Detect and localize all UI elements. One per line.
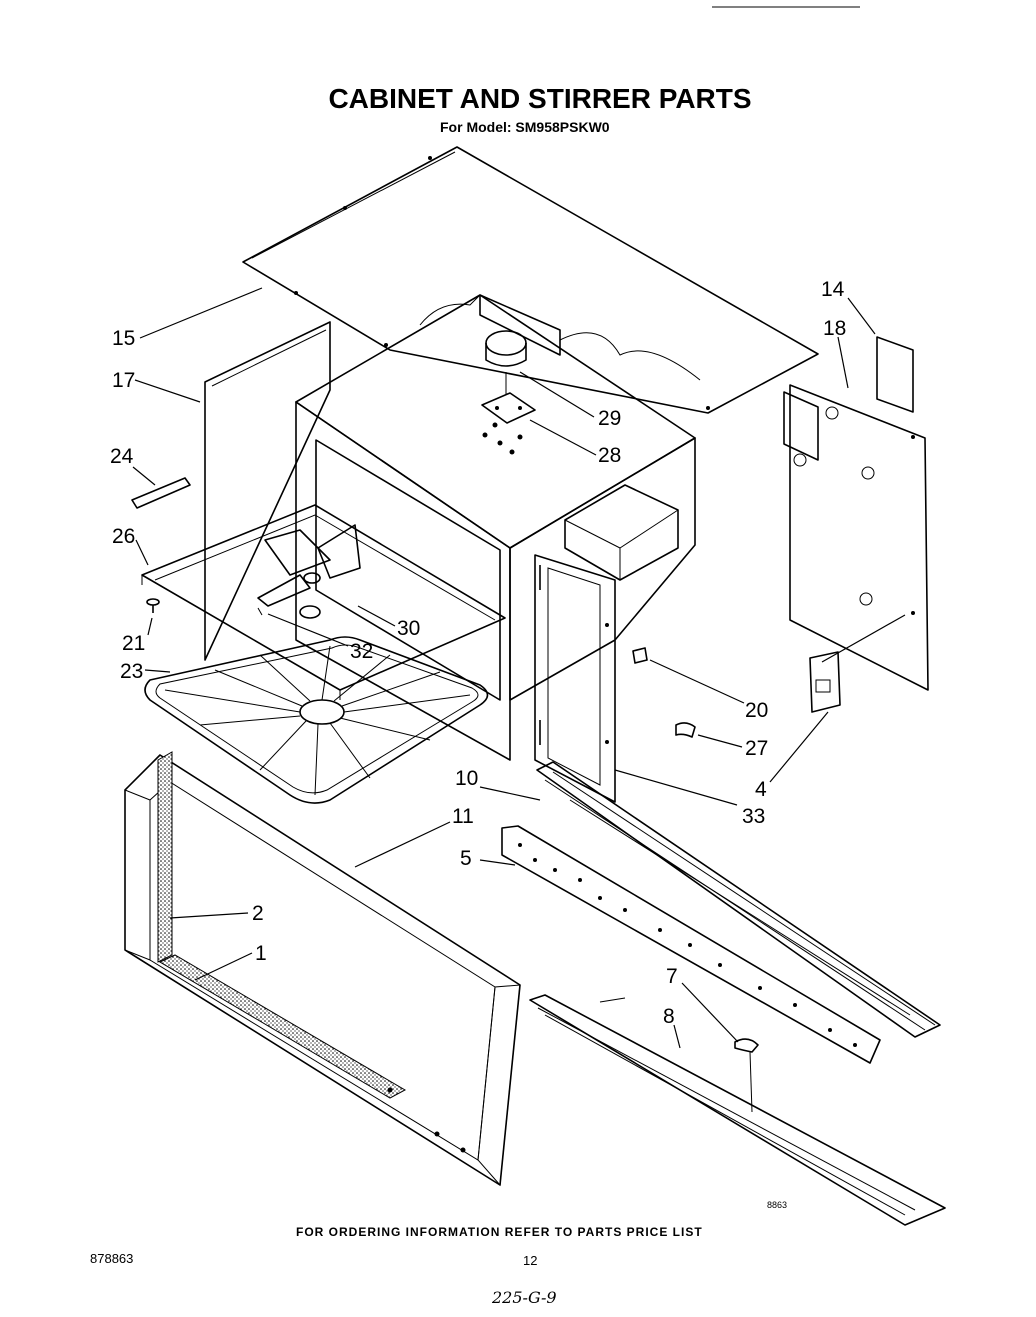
document-number: 878863: [90, 1251, 133, 1266]
stirrer-blade: [257, 524, 361, 607]
callout-33: 33: [742, 805, 765, 828]
callout-4: 4: [755, 778, 767, 801]
screw: [146, 598, 160, 613]
callout-14: 14: [821, 278, 845, 301]
callout-28: 28: [598, 444, 621, 467]
callout-5: 5: [460, 847, 472, 870]
callout-27: 27: [745, 737, 768, 760]
page-title: CABINET AND STIRRER PARTS: [328, 83, 751, 114]
left-side-panel: [204, 321, 331, 661]
model-subtitle: For Model: SM958PSKW0: [440, 119, 610, 135]
clamp: [675, 722, 696, 738]
callout-17: 17: [112, 369, 135, 392]
callout-7: 7: [666, 965, 678, 988]
callout-2: 2: [252, 902, 264, 925]
stirrer-cover: [144, 636, 489, 804]
clip: [632, 647, 648, 664]
handwritten-note: 225-G-9: [491, 1288, 557, 1307]
figure-code: 8863: [767, 1200, 787, 1210]
callout-26: 26: [112, 525, 135, 548]
callout-1: 1: [255, 942, 267, 965]
motor-mount-plate: [481, 392, 536, 455]
right-side-panel: [783, 384, 929, 691]
stirrer-hub: [299, 605, 321, 619]
oven-cavity: [295, 294, 701, 761]
front-frame: [534, 554, 616, 803]
callout-30: 30: [397, 617, 420, 640]
callout-24: 24: [110, 445, 134, 468]
latch: [734, 1038, 759, 1113]
callout-15: 15: [112, 327, 135, 350]
callout-32: 32: [350, 640, 373, 663]
interlock-switch: [809, 651, 841, 713]
upper-rail: [536, 761, 941, 1038]
label-plate: [876, 336, 914, 413]
callout-labels: 15 17 24 26 21 23 32 30 29 28 14 18 20 2…: [110, 278, 846, 1028]
callout-29: 29: [598, 407, 621, 430]
pin: [257, 607, 263, 616]
leader-lines: [132, 287, 906, 1049]
waveguide-cover: [564, 484, 679, 581]
page-number: 12: [523, 1253, 537, 1268]
top-cover-panel: [242, 146, 819, 414]
callout-10: 10: [455, 767, 478, 790]
callout-20: 20: [745, 699, 768, 722]
horizontal-gasket: [158, 954, 407, 1099]
callout-21: 21: [122, 632, 145, 655]
callout-18: 18: [823, 317, 846, 340]
ordering-note: FOR ORDERING INFORMATION REFER TO PARTS …: [296, 1225, 703, 1239]
callout-23: 23: [120, 660, 143, 683]
vertical-gasket: [157, 751, 173, 963]
callout-8: 8: [663, 1005, 675, 1028]
callout-11: 11: [452, 805, 474, 828]
bracket: [131, 477, 191, 509]
lower-rail: [529, 994, 946, 1226]
control-strip: [501, 825, 881, 1064]
stirrer-motor: [485, 330, 527, 395]
